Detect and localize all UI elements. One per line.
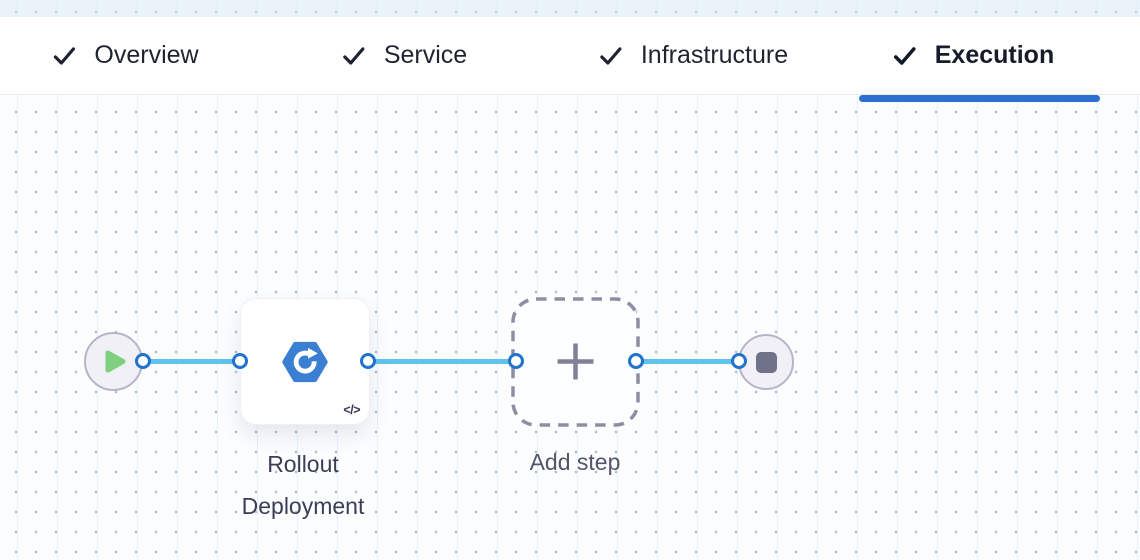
- pipeline-end-node[interactable]: [738, 334, 794, 390]
- pipeline-start-node[interactable]: [84, 332, 143, 391]
- tab-label: Execution: [934, 41, 1055, 69]
- edge-start-to-rollout: [143, 359, 240, 364]
- check-icon: [53, 46, 76, 65]
- stage-setup-tabbar: Overview Service Infrastructure Executio…: [0, 17, 1140, 95]
- step-node-rollout-deployment[interactable]: </>: [240, 298, 370, 425]
- play-icon: [105, 350, 126, 373]
- stop-icon: [755, 351, 777, 373]
- add-step-button[interactable]: [511, 297, 640, 427]
- edge-addstep-to-end: [636, 359, 739, 364]
- tab-execution[interactable]: Execution: [892, 17, 1054, 94]
- check-icon: [343, 46, 365, 65]
- tab-infrastructure[interactable]: Infrastructure: [598, 17, 788, 94]
- port-start-out[interactable]: [135, 353, 151, 369]
- port-addstep-in[interactable]: [508, 353, 524, 369]
- code-icon: </>: [343, 403, 360, 417]
- port-rollout-out[interactable]: [360, 353, 376, 369]
- tab-label: Overview: [94, 41, 199, 69]
- port-rollout-in[interactable]: [232, 353, 248, 369]
- check-icon: [893, 46, 916, 65]
- tab-overview[interactable]: Overview: [51, 17, 199, 94]
- check-icon: [600, 46, 622, 65]
- add-step-label: Add step: [529, 449, 621, 475]
- tab-label: Infrastructure: [640, 41, 789, 69]
- plus-icon: [557, 343, 594, 380]
- port-end-in[interactable]: [731, 353, 747, 369]
- canvas-top-strip: [0, 0, 1140, 17]
- edge-rollout-to-addstep: [368, 359, 516, 364]
- tab-label: Service: [383, 41, 468, 69]
- active-tab-indicator: [859, 95, 1100, 102]
- rollout-deployment-icon: [282, 341, 328, 382]
- rollout-step-label: Rollout Deployment: [241, 451, 365, 519]
- tab-service[interactable]: Service: [341, 17, 467, 94]
- port-addstep-out[interactable]: [628, 353, 644, 369]
- add-step-outline: [511, 297, 640, 427]
